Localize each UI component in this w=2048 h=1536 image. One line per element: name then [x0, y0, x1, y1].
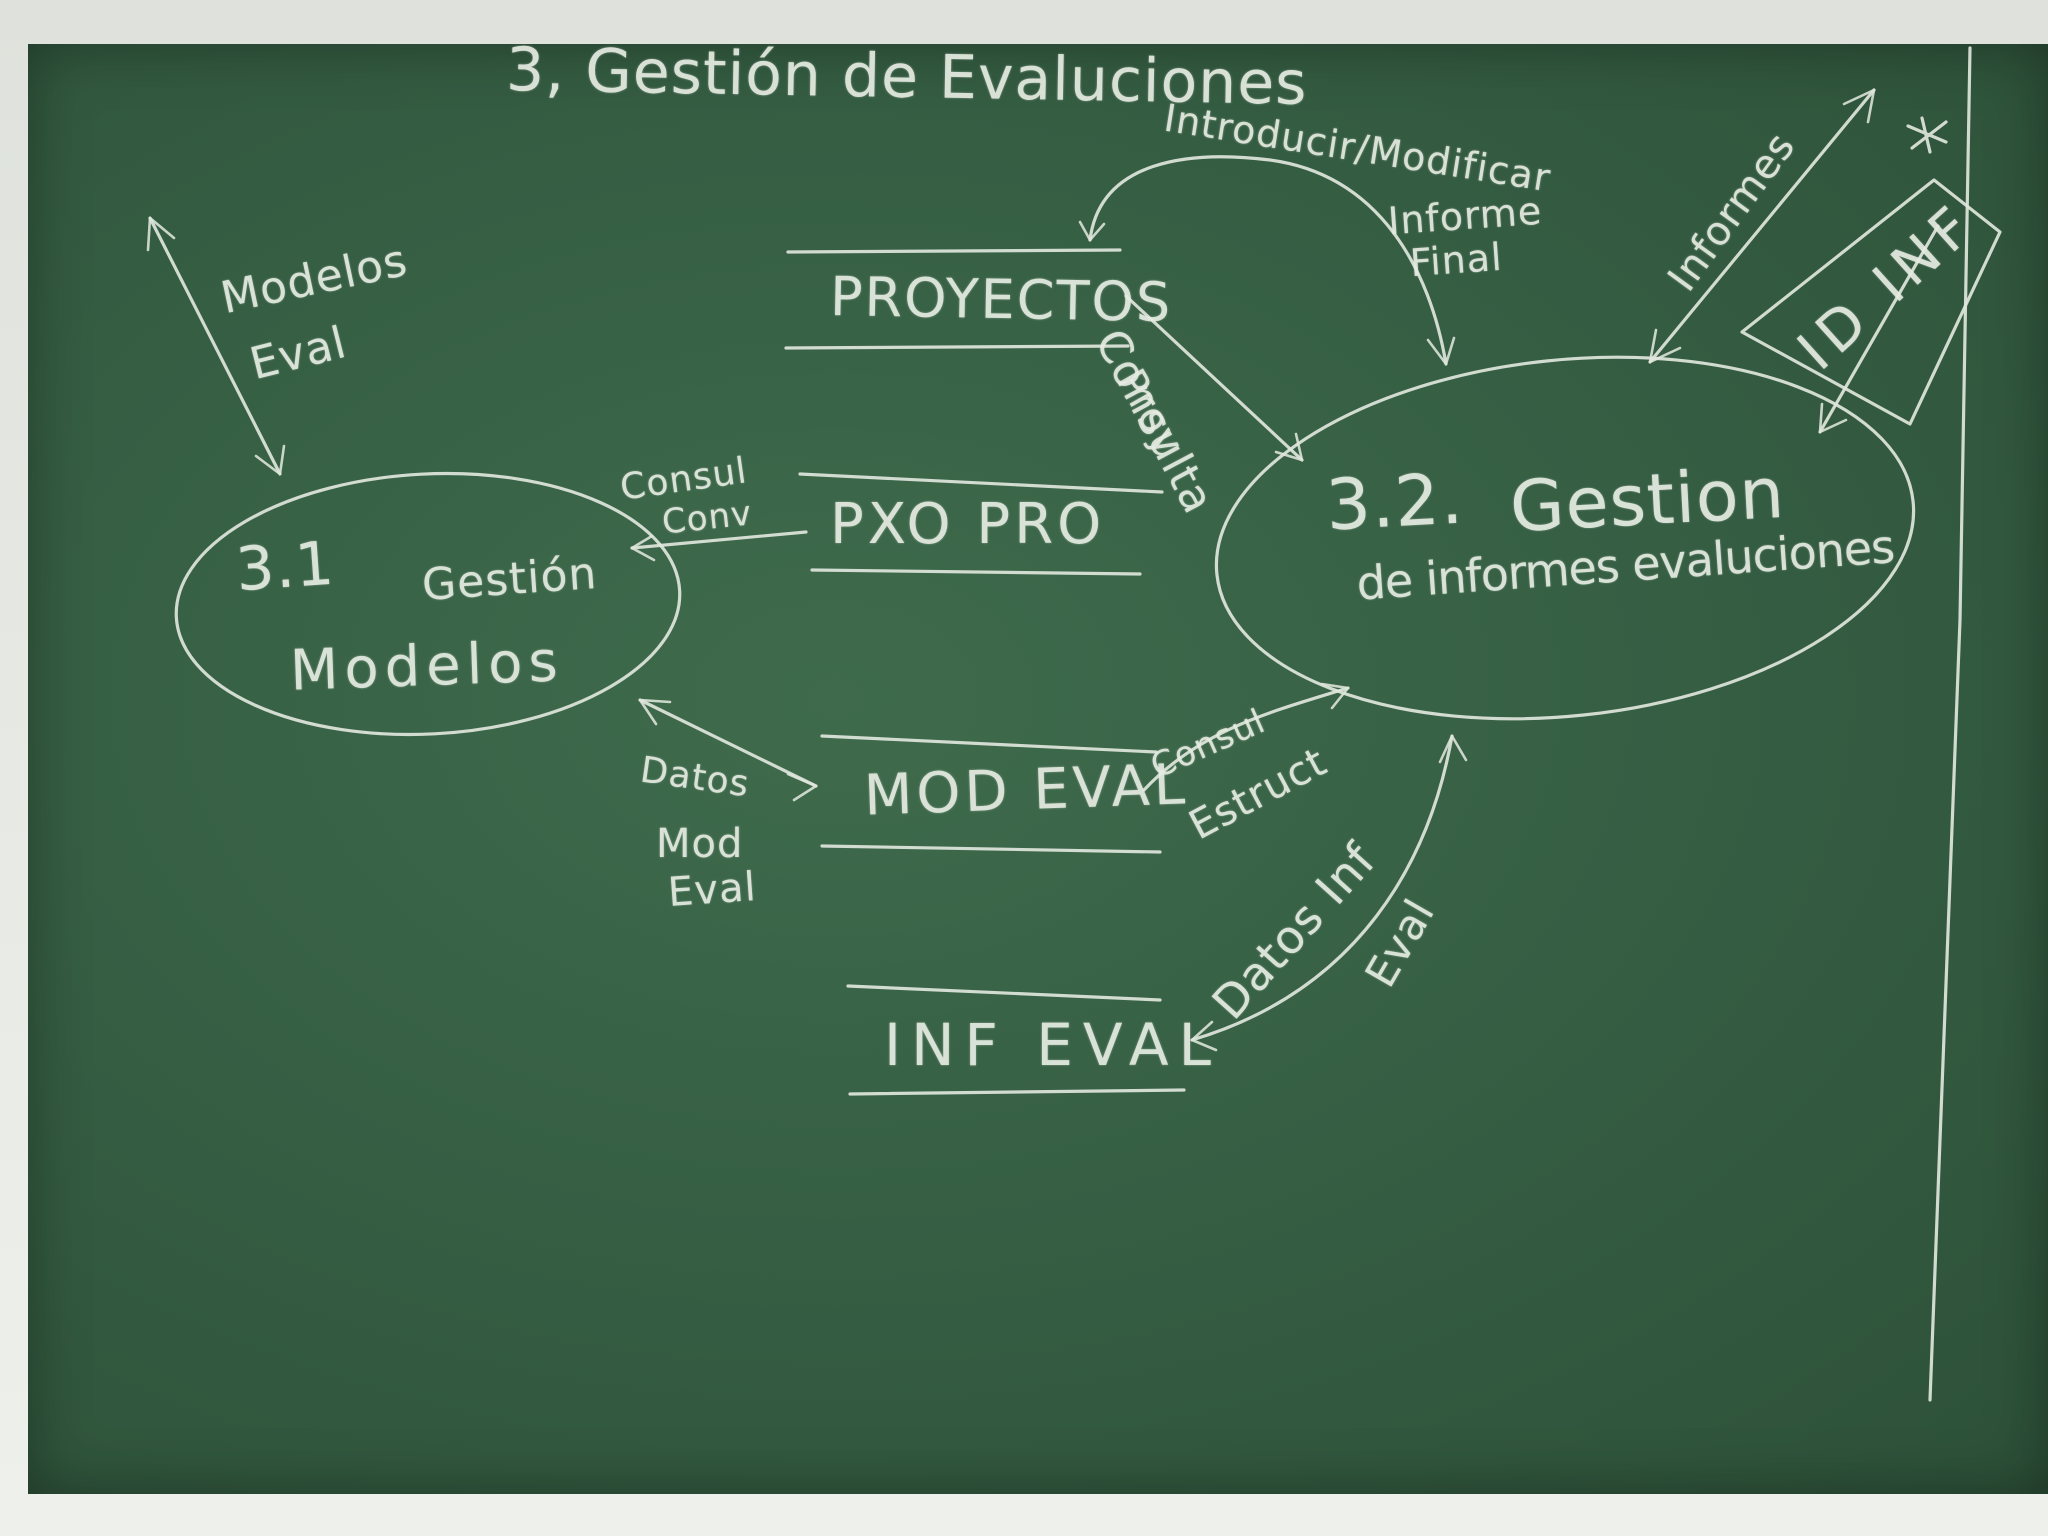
store-modeval-bottom-line — [820, 844, 1162, 854]
store-infeval-label: INF EVAL — [884, 1011, 1221, 1079]
external-id-inf-box — [1740, 178, 2002, 426]
flow-datos-mod-eval-label-2: Mod — [656, 821, 744, 867]
flow-introducir-head-top — [1078, 220, 1106, 242]
flow-datos-inf-eval-arrow — [1190, 734, 1454, 1042]
store-proyectos-label: PROYECTOS — [829, 265, 1173, 334]
flow-introducir-label-3: Final — [1408, 234, 1504, 286]
flow-introducir-head-bottom — [1426, 336, 1456, 366]
store-proyectos-bottom-line — [784, 344, 1130, 350]
process-3-1-bubble — [174, 471, 682, 737]
store-infeval-top-line — [846, 984, 1162, 1002]
flow-datos-inf-eval-head-bottom — [1190, 1020, 1218, 1052]
flow-informes-head-bottom — [1648, 328, 1682, 364]
store-pxopro-top-line — [798, 472, 1164, 494]
flow-id-inf-head — [1818, 402, 1848, 434]
flow-modelos-eval-head-top — [146, 216, 176, 252]
flow-datos-mod-eval-head-left — [638, 698, 672, 726]
board-divider-line — [1928, 46, 1972, 1402]
flow-modelos-eval-arrow — [148, 216, 282, 476]
flow-consul-conv-head — [630, 534, 656, 562]
store-modeval-top-line — [820, 734, 1158, 754]
store-proyectos-top-line — [786, 248, 1122, 254]
flow-datos-mod-eval-head-right — [786, 772, 818, 802]
flow-id-inf-arrow — [1818, 224, 1940, 434]
star-mark — [1906, 116, 1948, 154]
flow-consulta-proy-arrow — [1124, 294, 1304, 462]
flow-informes-arrow — [1648, 88, 1876, 364]
process-3-1-name-line2: Modelos — [288, 629, 565, 704]
flow-datos-inf-eval-head-top — [1438, 734, 1468, 764]
flow-consul-estruct-head — [1320, 682, 1350, 710]
flow-consulta-proy-head — [1274, 432, 1304, 462]
process-3-2-number: 3.2. — [1323, 457, 1466, 547]
flow-modelos-eval-head-bottom — [254, 444, 286, 476]
store-modeval-label: MOD EVAL — [862, 752, 1190, 829]
flow-introducir-arrow — [1088, 155, 1448, 366]
flow-consul-estruct-arrow — [1142, 686, 1350, 792]
store-pxopro-bottom-line — [810, 568, 1142, 576]
process-3-1-number: 3.1 — [233, 528, 337, 606]
flow-consul-conv-arrow — [630, 530, 808, 550]
store-pxopro-label: PXO PRO — [830, 492, 1106, 557]
store-infeval-bottom-line — [848, 1088, 1186, 1096]
flow-datos-mod-eval-label-3: Eval — [666, 863, 759, 917]
flow-informes-head-top — [1842, 88, 1876, 124]
process-3-2-bubble — [1214, 355, 1916, 721]
flow-datos-mod-eval-arrow — [638, 698, 818, 788]
